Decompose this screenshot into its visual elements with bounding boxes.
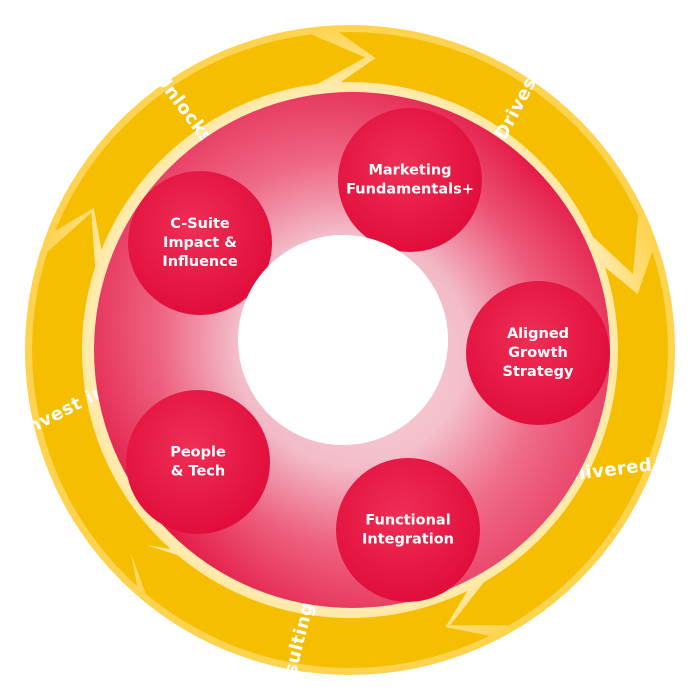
node-circle (336, 458, 480, 602)
arrow-segment (125, 538, 490, 669)
node-label-line: Fundamentals+ (346, 182, 474, 198)
node-label-line: Growth (508, 345, 568, 361)
arrow-segment (338, 31, 639, 275)
node-label-line: Impact & (163, 235, 237, 251)
center-hole (238, 235, 448, 445)
node-label-line: Functional (365, 513, 450, 529)
node-label-line: Influence (162, 254, 238, 270)
node-circle (338, 108, 482, 252)
node-circle (128, 171, 272, 315)
node-label-line: Strategy (503, 364, 574, 380)
node: People & Tech (126, 390, 270, 534)
arrow-segment (55, 34, 366, 250)
arrow-segment (450, 251, 669, 626)
node-label-line: Aligned (507, 326, 569, 342)
node-label-line: C-Suite (170, 216, 230, 232)
arrow-segment (31, 212, 171, 587)
node-label-line: & Tech (171, 464, 225, 480)
node-label-line: Integration (362, 532, 454, 548)
node-circle (126, 390, 270, 534)
node-circle (466, 281, 610, 425)
node-label-line: People (170, 445, 226, 461)
node-label-line: Marketing (368, 163, 451, 179)
